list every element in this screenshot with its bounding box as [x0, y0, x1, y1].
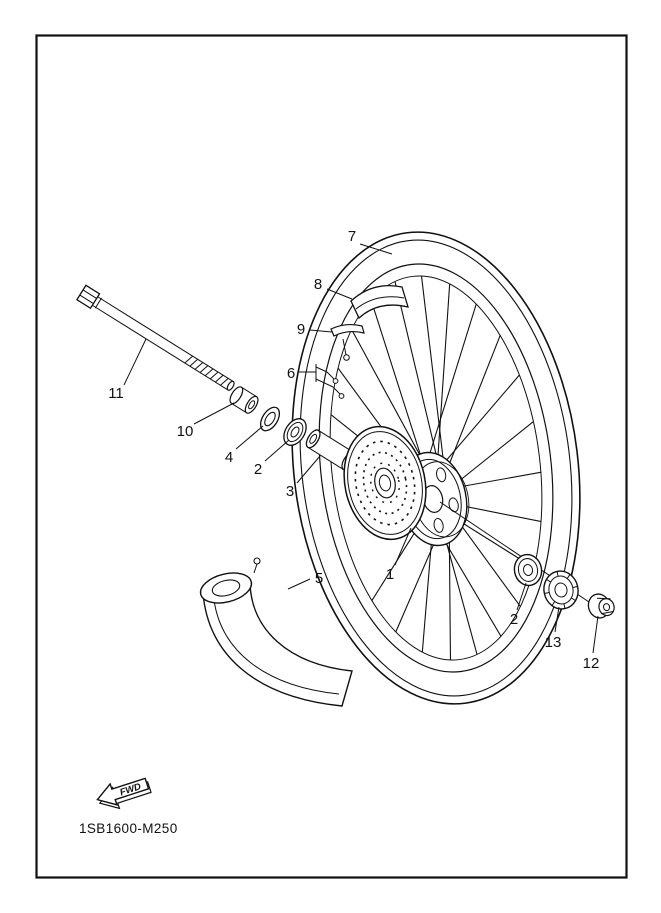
- callout-10: 10: [177, 423, 194, 440]
- callout-9: 9: [297, 321, 305, 338]
- page-border: [35, 34, 628, 879]
- callout-8: 8: [314, 276, 322, 293]
- oil-seal: [259, 406, 281, 432]
- bearing-retainer: [543, 570, 579, 610]
- spoke-nipples: [315, 364, 345, 399]
- leader-lines: [123, 243, 599, 654]
- rim-strip: [330, 323, 365, 361]
- fwd-arrow: FWD: [96, 777, 152, 810]
- callout-1: 1: [386, 566, 394, 583]
- callout-3: 3: [286, 483, 294, 500]
- collar: [229, 386, 259, 414]
- brake-disc: [343, 425, 427, 541]
- axle-bolt: [76, 284, 235, 391]
- callout-11: 11: [108, 385, 124, 402]
- diagram-code: 1SB1600-M250: [79, 821, 178, 836]
- callout-6: 6: [287, 365, 295, 382]
- rim-section: [199, 557, 353, 707]
- callout-5: 5: [315, 570, 323, 587]
- callout-4: 4: [225, 449, 233, 466]
- rim-band-segment: [350, 284, 409, 320]
- bearing-left: [283, 418, 307, 446]
- callout-2-left: 2: [254, 461, 262, 478]
- axle-nut: [587, 593, 615, 619]
- callout-12: 12: [583, 655, 600, 672]
- bearing-right: [513, 553, 543, 587]
- callout-2-right: 2: [510, 611, 518, 628]
- callout-7: 7: [348, 228, 356, 245]
- callout-13: 13: [545, 634, 562, 651]
